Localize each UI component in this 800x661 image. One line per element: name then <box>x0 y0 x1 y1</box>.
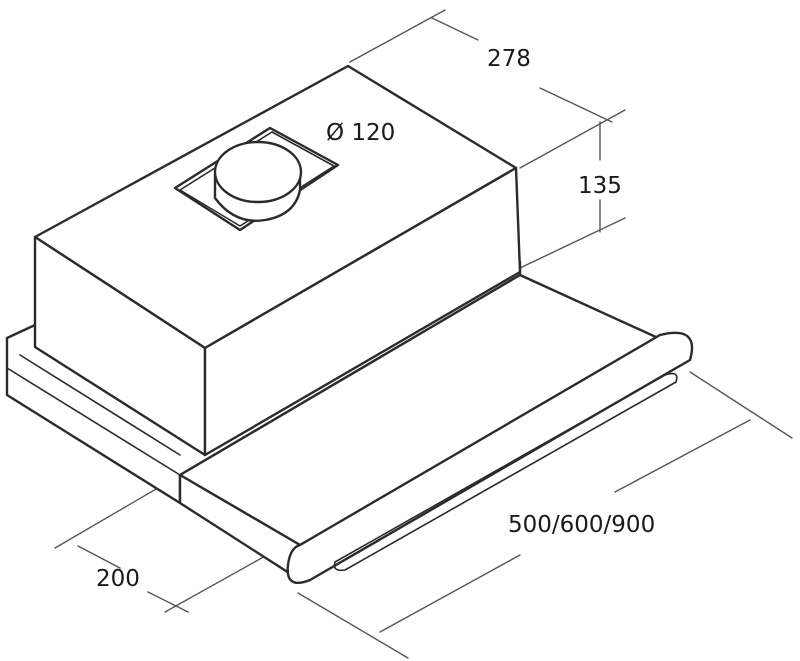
outlet-collar <box>173 126 340 232</box>
drawer-handle <box>286 331 694 585</box>
width-extension-left <box>297 592 409 659</box>
width-extension-right <box>689 371 793 439</box>
depth-extension-right <box>519 109 626 169</box>
depth-label: 278 <box>487 46 531 72</box>
drawer-dim-line-b <box>147 591 189 613</box>
drawer-handle-grip <box>333 372 678 572</box>
width-dimension <box>297 371 793 659</box>
width-dim-line-b <box>379 554 521 633</box>
depth-dimension <box>349 9 626 169</box>
housing-side-face <box>203 166 522 457</box>
depth-dim-line-a <box>431 17 479 41</box>
depth-dim-line-b <box>539 87 613 123</box>
height-extension-bottom <box>519 217 626 269</box>
width-dim-line-a <box>614 419 751 493</box>
base-plate-inner-edge <box>19 354 181 456</box>
drawer-label: 200 <box>96 566 140 592</box>
drawer-dim-line-a <box>77 545 121 569</box>
base-plate-edge <box>6 367 181 476</box>
depth-extension-left <box>349 9 446 63</box>
diameter-label: Ø 120 <box>326 120 395 146</box>
width-label: 500/600/900 <box>508 512 655 538</box>
height-dimension <box>519 121 626 269</box>
outlet-pipe-rim <box>213 140 303 204</box>
height-label: 135 <box>578 173 622 199</box>
drawer-extension-back <box>54 477 176 549</box>
telescopic-drawer <box>178 273 694 585</box>
